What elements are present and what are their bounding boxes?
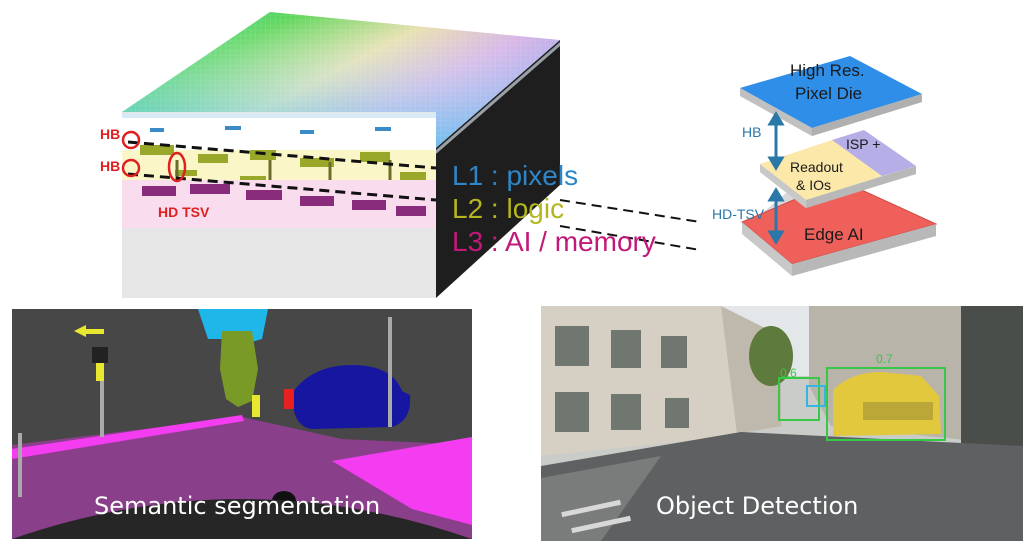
pixel-die-label-1: High Res.: [790, 61, 865, 80]
segmentation-caption: Semantic segmentation: [94, 492, 381, 520]
layer-l1-label: L1 : pixels: [452, 160, 579, 191]
chip-3d-diagram: [121, 12, 700, 298]
detection-box-car: [826, 367, 946, 441]
detection-box-person: [778, 377, 820, 421]
chip-right-face: [436, 40, 560, 298]
pixel-die-label-2: Pixel Die: [795, 84, 863, 103]
segmentation-drawing: [12, 309, 472, 539]
detection-caption: Object Detection: [656, 492, 859, 520]
segmentation-image: [12, 309, 472, 539]
detection-box-sign: [806, 385, 826, 407]
layer-l3-label: L3 : AI / memory: [452, 226, 656, 257]
isp-label: ISP +: [846, 136, 881, 152]
edge-ai-label: Edge AI: [804, 225, 864, 244]
readout-die: [760, 140, 882, 200]
pixel-die: [740, 56, 922, 128]
hb-bottom-label: HB: [100, 158, 121, 174]
hb-bottom-marker: [121, 158, 141, 178]
hd-tsv-marker: [167, 151, 187, 183]
layer-l2-label: L2 : logic: [452, 193, 565, 224]
hb-top-marker: [121, 130, 141, 150]
detection-score-b: 0.7: [876, 352, 893, 366]
die-stack-diagram: [740, 56, 938, 276]
hd-tsv-arrow-label: HD-TSV: [712, 206, 765, 222]
isp-die: [832, 130, 916, 176]
detection-image: [541, 306, 1023, 541]
detection-drawing: [541, 306, 1023, 541]
hb-top-label: HB: [100, 126, 121, 142]
readout-label-1: Readout: [790, 159, 843, 175]
hd-tsv-label: HD TSV: [158, 204, 210, 220]
readout-label-2: & IOs: [796, 177, 832, 193]
hb-arrow-label: HB: [742, 124, 762, 140]
detection-score-a: 0.6: [780, 366, 797, 380]
